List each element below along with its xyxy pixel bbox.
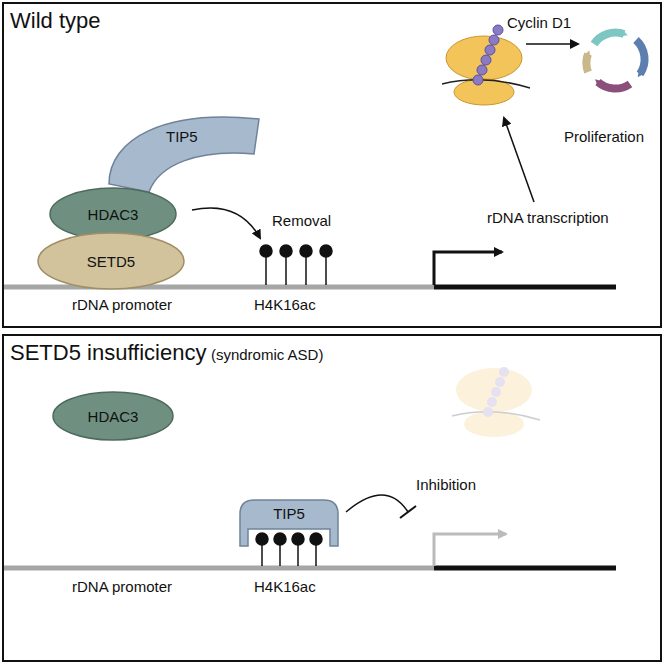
text-label: rDNA promoter [72,296,172,313]
text-label: Cyclin D1 [507,14,571,31]
protein-name: HDAC3 [88,206,139,223]
panel-title: SETD5 insufficiency [10,340,206,365]
shape-outline [104,104,264,194]
protein-ellipse: HDAC3 [52,391,174,441]
text-label: Proliferation [564,128,644,145]
text-label: rDNA transcription [487,209,609,226]
panel-title: Wild type [10,8,100,33]
text-label: H4K16ac [254,578,316,595]
text-label: Removal [272,212,331,229]
protein-shape: TIP5 [239,499,339,547]
panel: Wild typeTIP5HDAC3SETD5 Cyclin D1 Prolifer… [2,2,662,328]
protein-name: TIP5 [239,505,339,522]
panel-subtitle: (syndromic ASD) [211,346,324,363]
protein-name: SETD5 [87,253,135,270]
text-label: rDNA promoter [72,578,172,595]
panel-heading: Wild type [10,8,100,34]
panel: SETD5 insufficiency (syndromic ASD) HDAC3… [2,334,662,662]
protein-shape: TIP5 [104,104,264,194]
protein-name: TIP5 [166,128,198,145]
text-label: H4K16ac [254,296,316,313]
text-label: Inhibition [416,476,476,493]
panel-heading: SETD5 insufficiency (syndromic ASD) [10,340,323,366]
protein-name: HDAC3 [88,408,139,425]
protein-ellipse: SETD5 [37,232,185,290]
